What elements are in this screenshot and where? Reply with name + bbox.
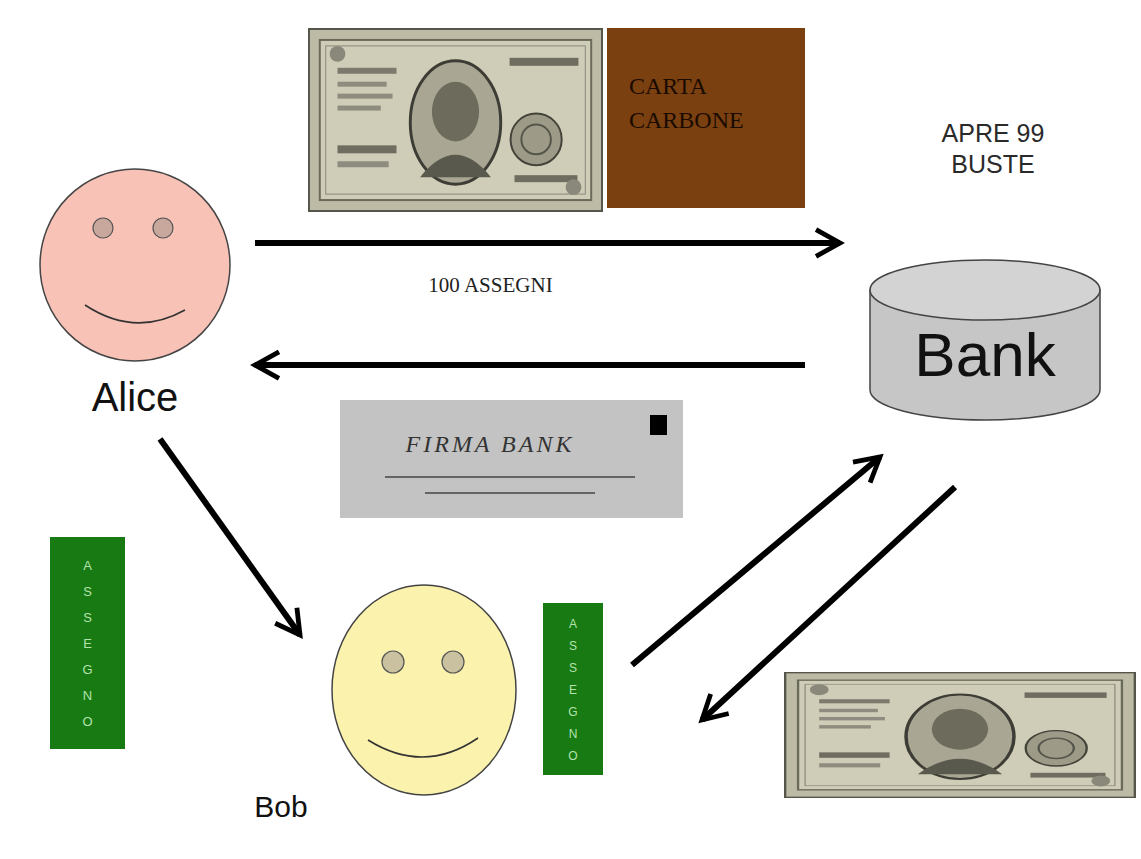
signature-text: FIRMA BANK [340,430,640,458]
banknote [785,673,1135,798]
check-slip: ASSEGNO [543,603,603,775]
flow-arrow [255,240,840,246]
face-eye [153,218,173,238]
signature-line [385,476,635,478]
stamp-square [650,415,667,435]
flow-arrow [702,487,955,720]
actor-name: Bob [246,789,316,825]
face-outline [332,585,516,795]
banknote [309,29,602,211]
face-outline [330,583,518,797]
check-outline [340,400,683,518]
face-eye [382,651,404,673]
flow-arrow [160,439,300,635]
cylinder-top [870,260,1100,320]
bank-name: Bank [868,324,1102,386]
bank-cylinder: Bank [868,240,1102,422]
face-smile [85,305,185,323]
actor-face: Bob [330,583,518,797]
actor-face: Alice [38,168,232,424]
face-eye [93,218,113,238]
box-text: CARTA CARBONE [629,70,779,137]
signed-check: FIRMA BANK [340,400,683,518]
face-smile [368,738,478,757]
actor-name: Alice [38,374,232,420]
edge-label: 100 ASSEGNI [424,272,556,299]
note-text: APRE 99 BUSTE [918,118,1068,181]
carbon-paper-box: CARTA CARBONE [607,28,805,208]
vertical-text: ASSEGNO [567,613,579,767]
signature-line [425,492,595,494]
flow-arrow [255,362,805,368]
face-outline [40,169,230,361]
vertical-text: ASSEGNO [81,553,94,735]
check-slip: ASSEGNO [50,537,125,749]
face-eye [442,651,464,673]
